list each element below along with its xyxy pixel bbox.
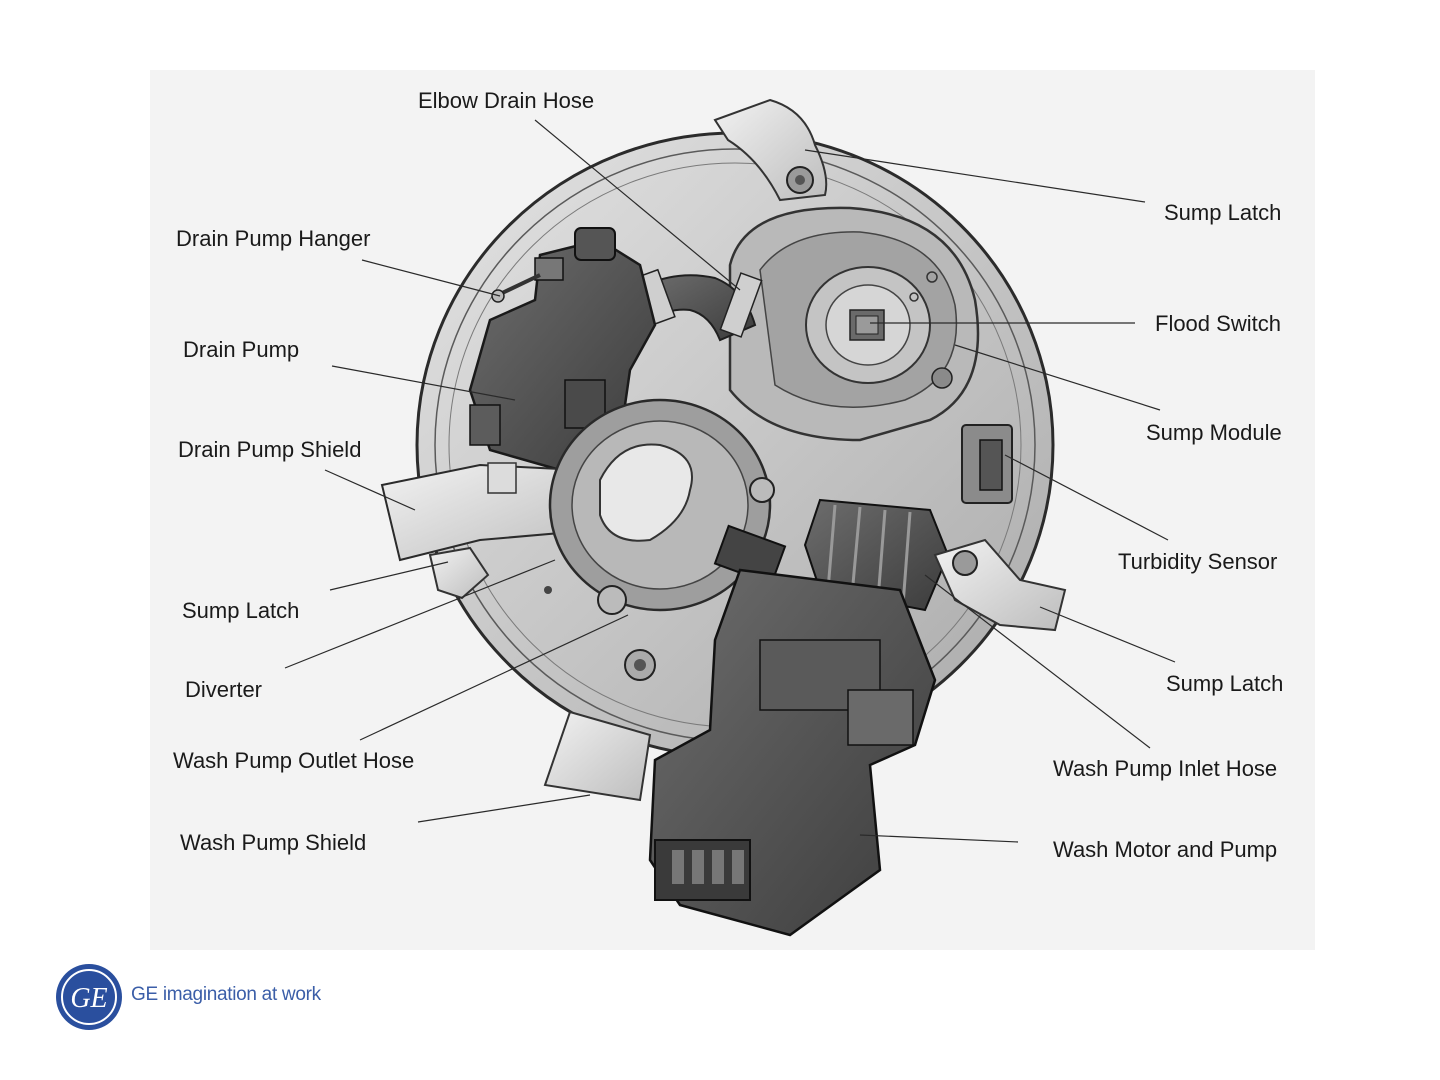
turbidity-sensor-part	[962, 425, 1012, 503]
label-wash-pump-shield: Wash Pump Shield	[180, 830, 366, 856]
label-flood-switch: Flood Switch	[1155, 311, 1281, 337]
label-elbow-drain-hose: Elbow Drain Hose	[418, 88, 594, 114]
label-wash-pump-outlet-hose: Wash Pump Outlet Hose	[173, 748, 414, 774]
label-wash-pump-inlet-hose: Wash Pump Inlet Hose	[1053, 756, 1277, 782]
label-wash-motor-and-pump: Wash Motor and Pump	[1053, 837, 1277, 863]
sump-module-body	[730, 208, 978, 440]
label-sump-module: Sump Module	[1146, 420, 1282, 446]
label-sump-latch-left: Sump Latch	[182, 598, 299, 624]
label-sump-latch-right: Sump Latch	[1166, 671, 1283, 697]
label-drain-pump-hanger: Drain Pump Hanger	[176, 226, 370, 252]
label-sump-latch-top: Sump Latch	[1164, 200, 1281, 226]
label-drain-pump: Drain Pump	[183, 337, 299, 363]
label-turbidity-sensor: Turbidity Sensor	[1118, 549, 1277, 575]
label-diverter: Diverter	[185, 677, 262, 703]
ge-logo: GE	[54, 962, 124, 1032]
ge-tagline: GE imagination at work	[131, 984, 321, 1006]
ge-logo-text: GE	[70, 983, 107, 1014]
label-drain-pump-shield: Drain Pump Shield	[178, 437, 361, 463]
